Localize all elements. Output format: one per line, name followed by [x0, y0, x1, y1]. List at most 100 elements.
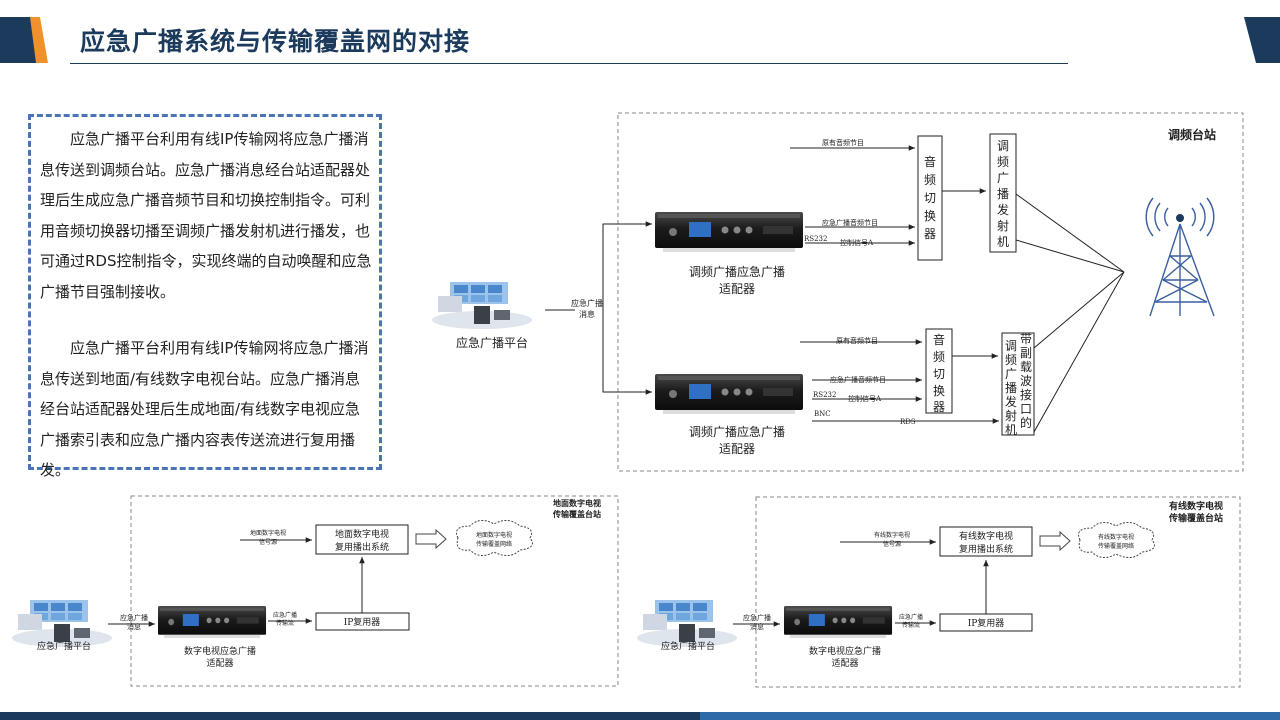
- fm-upper-transmitter: [989, 133, 1017, 253]
- terrestrial-mux-system-1: 地面数字电视: [335, 528, 389, 540]
- svg-text:副: 副: [1020, 346, 1032, 360]
- terrestrial-adapter-output-1: 应急广播: [273, 611, 297, 619]
- cable-mux-system-2: 复用播出系统: [959, 543, 1013, 555]
- fm-platform-msg-2: 消息: [579, 309, 595, 319]
- svg-text:频: 频: [924, 173, 936, 187]
- terrestrial-input-2: 信号源: [259, 538, 277, 546]
- fm-lower-transmitter-text: 调 频 广 播 发 射 机 带 副 载 波 接 口 的: [1005, 332, 1032, 437]
- svg-text:调: 调: [997, 139, 1009, 153]
- svg-text:发: 发: [1005, 394, 1017, 409]
- terrestrial-adapter-label-1: 数字电视应急广播: [184, 645, 256, 657]
- terrestrial-adapter-label-2: 适配器: [206, 658, 233, 669]
- fm-adapter-label-lower-2: 适配器: [719, 442, 755, 456]
- fm-upper-input-original: 原有音频节目: [822, 138, 864, 147]
- cable-adapter-label-1: 数字电视应急广播: [809, 645, 881, 657]
- svg-text:带: 带: [1020, 332, 1032, 346]
- svg-text:载: 载: [1020, 360, 1032, 374]
- cable-platform-msg-1: 应急广播: [743, 613, 771, 622]
- svg-text:广: 广: [1005, 367, 1017, 381]
- cable-network-cloud: [1078, 522, 1155, 558]
- svg-text:发: 发: [997, 202, 1009, 217]
- paragraph-fm: 应急广播平台利用有线IP传输网将应急广播消息传送到调频台站。应急广播消息经台站适…: [40, 130, 372, 301]
- svg-text:器: 器: [933, 400, 945, 414]
- svg-text:播: 播: [997, 187, 1009, 201]
- fm-upper-rs232: RS232: [804, 235, 827, 243]
- svg-text:波: 波: [1020, 374, 1032, 388]
- svg-text:音: 音: [924, 154, 936, 169]
- corner-decoration-left: [0, 17, 48, 63]
- svg-text:音: 音: [933, 332, 945, 347]
- fm-lower-rds: RDS: [900, 418, 916, 426]
- fm-lower-rs232: RS232: [813, 391, 836, 399]
- fm-adapter-device-lower: [655, 374, 803, 414]
- terrestrial-platform-label: 应急广播平台: [37, 640, 91, 652]
- svg-text:机: 机: [1005, 423, 1017, 437]
- svg-text:机: 机: [997, 235, 1009, 249]
- cable-output-arrow: [1039, 530, 1071, 552]
- cable-ip-mux-label: IP复用器: [968, 617, 1005, 629]
- cable-adapter-output-1: 应急广播: [899, 613, 923, 621]
- svg-text:换: 换: [933, 384, 945, 398]
- terrestrial-station-label-1: 地面数字电视: [553, 498, 601, 508]
- terrestrial-platform-msg-1: 应急广播: [120, 613, 148, 622]
- cable-adapter-output-2: 传输流: [902, 621, 920, 629]
- svg-text:射: 射: [997, 218, 1009, 233]
- cable-network-1: 有线数字电视: [1098, 533, 1134, 541]
- terrestrial-station-label-2: 传输覆盖台站: [552, 509, 601, 519]
- cable-platform-icon: [637, 600, 737, 647]
- cable-platform-msg-2: 消息: [750, 622, 764, 631]
- cable-adapter-label-2: 适配器: [831, 658, 858, 669]
- svg-text:调: 调: [1005, 339, 1017, 353]
- page-title: 应急广播系统与传输覆盖网的对接: [80, 27, 471, 56]
- fm-lower-switcher: [925, 328, 953, 414]
- paragraph-dtv: 应急广播平台利用有线IP传输网将应急广播消息传送到地面/有线数字电视台站。应急广…: [40, 339, 369, 479]
- fm-lower-input-original: 原有音频节目: [836, 336, 878, 345]
- cable-mux-system-1: 有线数字电视: [959, 530, 1013, 542]
- fm-adapter-label-lower-1: 调频广播应急广播: [689, 424, 785, 439]
- fm-upper-switcher: [917, 135, 943, 261]
- cable-station-label-1: 有线数字电视: [1169, 500, 1223, 512]
- fm-platform-icon: [432, 282, 532, 329]
- fm-platform-msg-1: 应急广播: [571, 298, 603, 308]
- description-textbox: 应急广播平台利用有线IP传输网将应急广播消息传送到调频台站。应急广播消息经台站适…: [28, 114, 382, 479]
- corner-decoration-right: [1244, 17, 1280, 63]
- cable-network-2: 传输覆盖网络: [1098, 542, 1134, 550]
- terrestrial-adapter-output-2: 传输流: [276, 619, 294, 627]
- fm-upper-input-emergency: 应急广播音频节目: [822, 218, 878, 227]
- fm-lower-control: 控制信号A: [848, 394, 882, 403]
- terrestrial-ip-mux-label: IP复用器: [344, 616, 381, 628]
- svg-text:的: 的: [1020, 415, 1032, 430]
- fm-upper-control: 控制信号A: [840, 238, 874, 247]
- fm-upper-transmitter-text: 调 频 广 播 发 射 机: [997, 139, 1009, 249]
- svg-text:换: 换: [924, 209, 936, 223]
- fm-adapter-label-upper-2: 适配器: [719, 282, 755, 296]
- svg-text:频: 频: [997, 155, 1009, 169]
- svg-text:器: 器: [924, 227, 936, 241]
- fm-upper-switcher-text: 音 频 切 换 器: [924, 154, 936, 241]
- cable-mux-system: [939, 526, 1033, 557]
- cable-platform-label: 应急广播平台: [661, 640, 715, 652]
- fm-lower-input-emergency: 应急广播音频节目: [830, 375, 886, 384]
- svg-text:切: 切: [924, 191, 936, 205]
- svg-text:广: 广: [997, 171, 1009, 185]
- terrestrial-mux-system-2: 复用播出系统: [335, 541, 389, 553]
- terrestrial-adapter-device: [158, 606, 267, 638]
- svg-text:口: 口: [1020, 402, 1032, 416]
- svg-text:接: 接: [1020, 387, 1032, 402]
- terrestrial-output-arrow: [415, 528, 447, 550]
- fm-station-frame: [617, 112, 1244, 472]
- title-underline: [70, 63, 1068, 64]
- fm-adapter-label-upper-1: 调频广播应急广播: [689, 264, 785, 279]
- cable-adapter-device: [784, 606, 893, 638]
- fm-station-label: 调频台站: [1168, 127, 1216, 142]
- terrestrial-input-1: 地面数字电视: [250, 529, 286, 537]
- cable-input-1: 有线数字电视: [874, 531, 910, 539]
- terrestrial-platform-icon: [12, 600, 112, 647]
- terrestrial-platform-msg-2: 消息: [127, 622, 141, 631]
- fm-lower-bnc: BNC: [814, 410, 831, 418]
- broadcast-tower-icon: [1145, 197, 1215, 317]
- svg-text:射: 射: [1005, 408, 1017, 423]
- svg-text:播: 播: [1005, 381, 1017, 395]
- terrestrial-station-frame: [130, 495, 619, 687]
- cable-input-2: 信号源: [883, 540, 901, 548]
